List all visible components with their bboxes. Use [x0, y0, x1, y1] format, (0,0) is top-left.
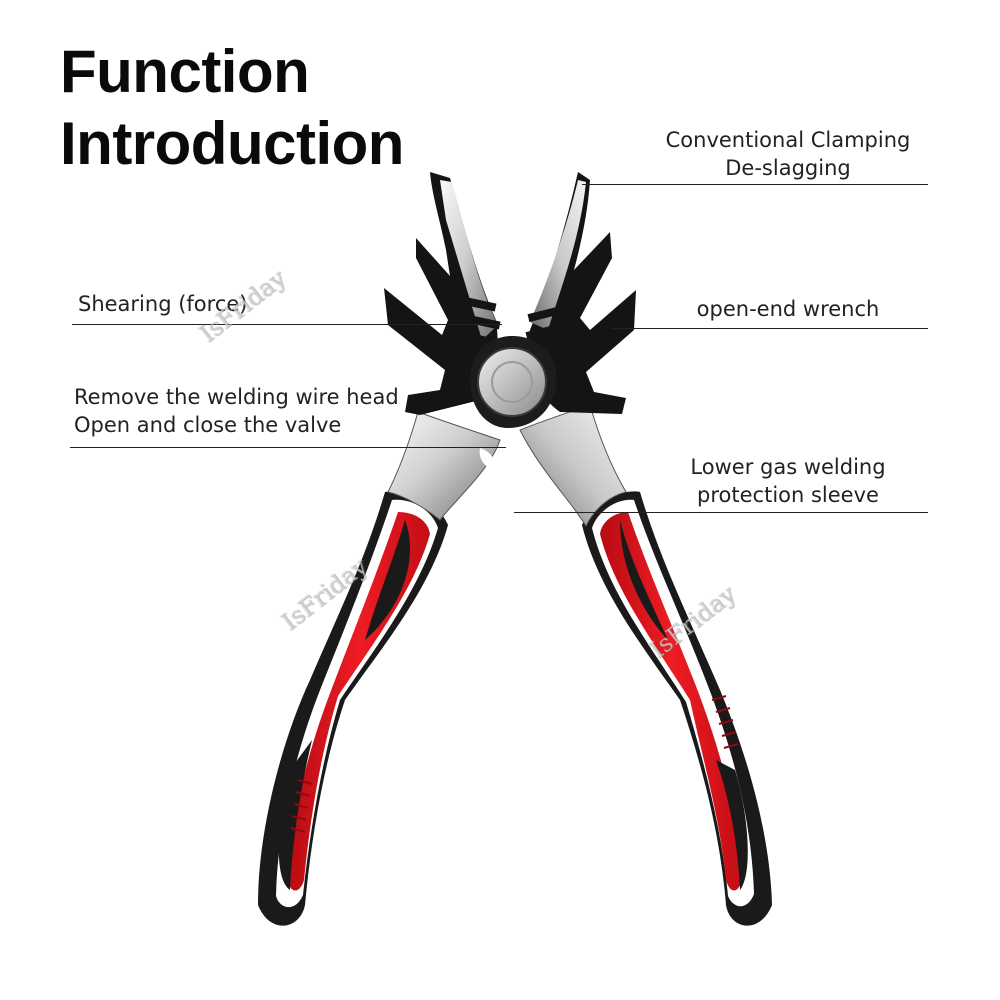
title-line-1: Function [60, 38, 310, 105]
left-jaw [384, 172, 501, 415]
leader-line-wrench [612, 328, 928, 329]
label-open-end-wrench: open-end wrench [696, 297, 880, 321]
page-title: Function Introduction [60, 36, 404, 180]
label-remove-wire-head: Remove the welding wire head [74, 385, 399, 409]
leader-line-sleeve [514, 512, 928, 513]
leader-line-shearing [72, 324, 502, 325]
label-conventional-clamping: Conventional Clamping [665, 128, 911, 152]
label-gas-welding-sleeve: Lower gas welding protection sleeve [648, 453, 928, 509]
left-steel-shank [387, 411, 501, 521]
leader-line-clamping [582, 184, 928, 185]
label-de-slagging: De-slagging [725, 156, 851, 180]
right-handle [582, 491, 772, 926]
label-shearing: Shearing (force) [78, 292, 248, 316]
left-handle [258, 491, 448, 926]
label-open-close-valve: Open and close the valve [74, 413, 342, 437]
title-line-2: Introduction [60, 110, 404, 177]
label-wire-head-valve: Remove the welding wire head Open and cl… [74, 383, 399, 439]
label-lower-gas-welding: Lower gas welding [690, 455, 886, 479]
label-clamping-deslagging: Conventional Clamping De-slagging [648, 126, 928, 182]
leader-line-wire-head [70, 447, 506, 448]
pivot-joint [470, 336, 557, 428]
label-protection-sleeve: protection sleeve [697, 483, 879, 507]
